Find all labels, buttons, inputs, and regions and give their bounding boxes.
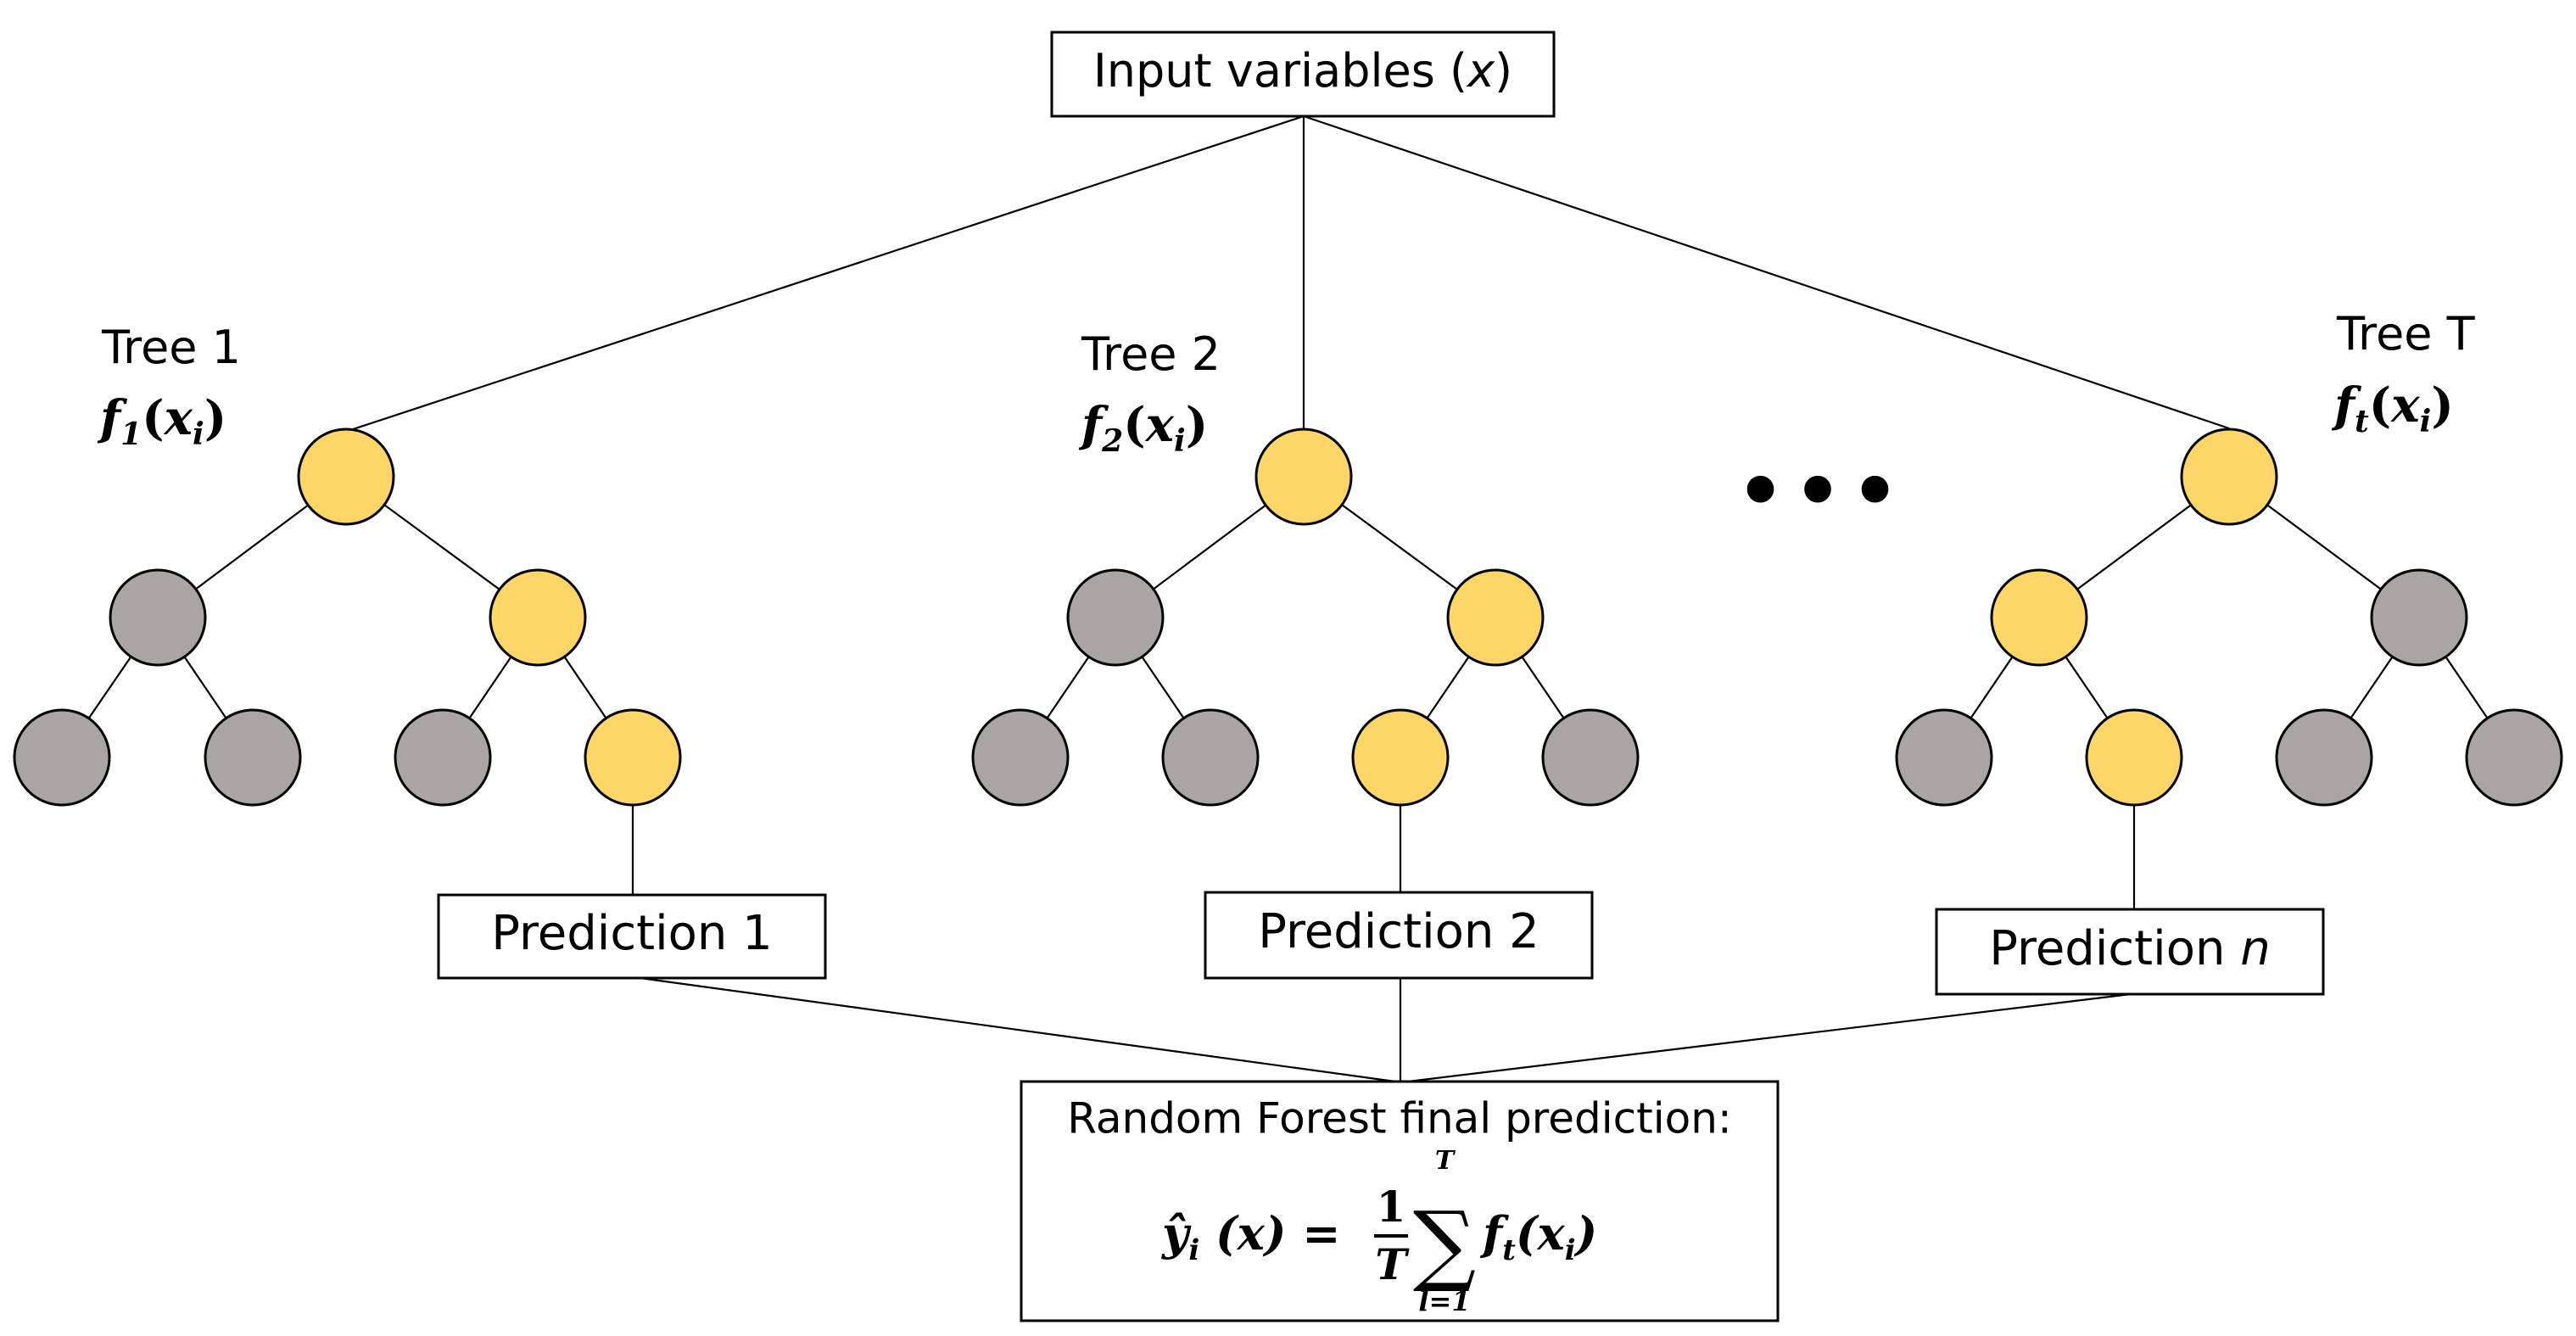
- tree-T-node: [2370, 568, 2468, 667]
- final-prediction-title: Random Forest final prediction:: [1067, 1094, 1732, 1143]
- prediction-1-label: Prediction 1: [491, 906, 773, 961]
- tree-1-leaf-node: [394, 708, 492, 807]
- tree-1-root-node: [297, 428, 395, 526]
- formula-sum-upper: T: [1435, 1146, 1456, 1176]
- ellipsis-more-trees: •••: [1736, 447, 1908, 536]
- tree-T-leaf-node: [1895, 708, 1993, 807]
- tree-T: [1895, 428, 2563, 807]
- tree-T-edges: [1943, 476, 2515, 909]
- tree-2-leaf-node: [971, 708, 1070, 807]
- tree-1-function: f1(xi): [97, 390, 226, 452]
- formula-sum-symbol: ∑: [1413, 1192, 1476, 1295]
- tree-2-title: Tree 2: [1081, 327, 1221, 381]
- tree-2-label: Tree 2 f2(xi): [1078, 327, 1221, 459]
- tree-1-edges: [61, 476, 634, 895]
- tree-1-leaf-node: [584, 708, 682, 807]
- prediction-2-label: Prediction 2: [1258, 904, 1539, 959]
- tree-T-label: Tree T ft(xi): [2331, 307, 2476, 439]
- tree-1-leaf-node: [204, 708, 302, 807]
- prediction-n-label: Prediction n: [1989, 921, 2271, 976]
- prediction-connectors: [640, 976, 2132, 1083]
- tree-2-node: [1446, 568, 1545, 667]
- tree-2-function: f2(xi): [1078, 397, 1208, 459]
- connector-pred1-final: [640, 976, 1396, 1083]
- tree-2-leaf-node: [1351, 708, 1450, 807]
- tree-T-node: [1990, 568, 2088, 667]
- prediction-1-box: Prediction 1: [437, 893, 827, 980]
- prediction-n-box: Prediction n: [1935, 908, 2325, 996]
- connector-input-tree1: [347, 115, 1305, 433]
- tree-T-leaf-node: [2275, 708, 2373, 807]
- input-variables-label: Input variables (x): [1093, 44, 1512, 98]
- prediction-2-box: Prediction 2: [1204, 891, 1594, 980]
- input-connectors: [347, 115, 2230, 433]
- tree-2-leaf-node: [1541, 708, 1640, 807]
- formula-rhs: ft(xi): [1479, 1206, 1597, 1267]
- connector-predn-final: [1407, 992, 2132, 1083]
- connector-input-treeT: [1303, 115, 2230, 430]
- tree-T-title: Tree T: [2336, 307, 2476, 361]
- input-variables-box: Input variables (x): [1050, 31, 1556, 118]
- tree-2-leaf-node: [1161, 708, 1260, 807]
- final-prediction-box: Random Forest final prediction: ŷi (x) =…: [1020, 1080, 1780, 1322]
- tree-2-root-node: [1254, 428, 1353, 526]
- tree-2-node: [1066, 568, 1165, 667]
- tree-T-root-node: [2180, 428, 2278, 526]
- tree-1-node: [109, 568, 207, 667]
- tree-2-edges: [1020, 476, 1591, 892]
- tree-1-node: [489, 568, 587, 667]
- tree-1-title: Tree 1: [101, 321, 241, 374]
- formula-fraction-numerator: 1: [1377, 1182, 1406, 1232]
- tree-1-leaf-node: [13, 708, 111, 807]
- tree-1: [13, 428, 682, 807]
- formula-sum-lower: l=1: [1418, 1285, 1470, 1317]
- tree-T-leaf-node: [2465, 708, 2563, 807]
- tree-2: [971, 428, 1640, 807]
- final-prediction-formula: ŷi (x) = 1 T T ∑ l=1 ft(xi): [1161, 1146, 1597, 1317]
- tree-T-function: ft(xi): [2331, 377, 2454, 439]
- formula-fraction-denominator: T: [1375, 1239, 1410, 1289]
- formula-lhs: ŷi (x) =: [1161, 1206, 1340, 1267]
- tree-T-leaf-node: [2085, 708, 2183, 807]
- tree-1-label: Tree 1 f1(xi): [97, 321, 241, 452]
